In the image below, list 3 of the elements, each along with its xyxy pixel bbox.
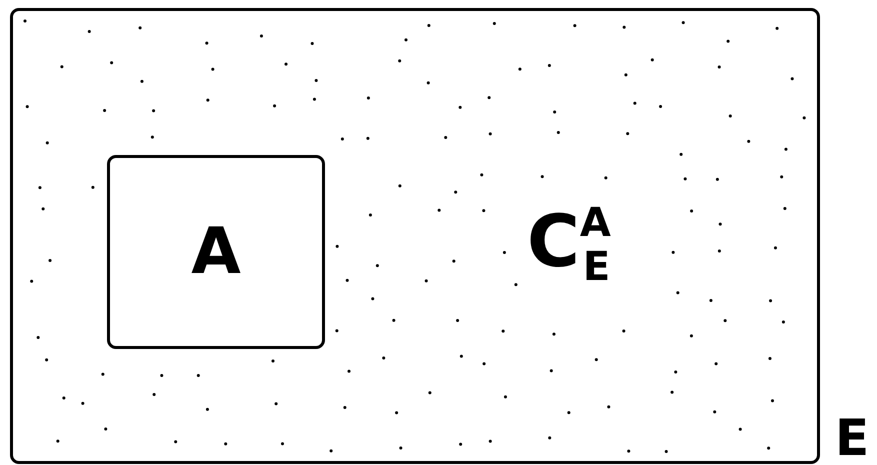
- set-label: E: [835, 413, 870, 463]
- subset-label: A: [191, 220, 241, 284]
- subset-box: [107, 155, 325, 349]
